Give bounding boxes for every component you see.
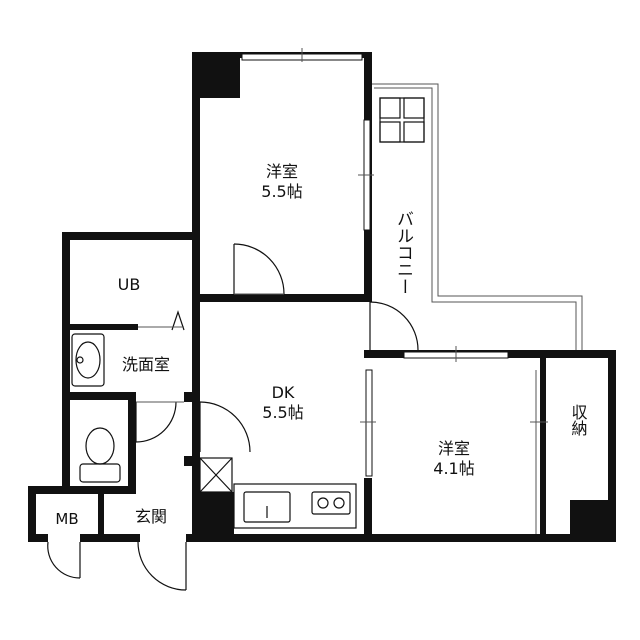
room-name-ub: UB [118, 275, 141, 294]
room-name-storage: 収納 [569, 404, 588, 437]
door-dk [199, 401, 251, 453]
fixtures [71, 333, 548, 534]
toilet-icon [79, 427, 121, 483]
ac-outdoor-unit-icon [379, 97, 425, 143]
washing-machine-pan-icon [199, 457, 233, 493]
room-name-western-north: 洋室 [266, 162, 298, 181]
door-ub [138, 310, 185, 331]
labels: 洋室 5.5帖 UB 洗面室 DK 5.5帖 洋室 4.1帖 収納 玄関 MB … [55, 162, 587, 528]
door-mb [47, 541, 81, 579]
room-name-washroom: 洗面室 [122, 355, 170, 374]
walls [28, 52, 616, 542]
kitchen-counter [233, 483, 357, 529]
balcony-label: バルコニー [393, 210, 413, 295]
door-toilet [135, 401, 184, 443]
room-name-entrance: 玄関 [135, 507, 167, 526]
balcony [370, 83, 583, 358]
windows [241, 48, 509, 477]
closet-rail [530, 370, 548, 534]
door-entrance [137, 541, 187, 591]
doors [47, 243, 419, 591]
washbasin-icon [71, 333, 105, 387]
room-name-dk: DK [272, 383, 295, 402]
room-size-dk: 5.5帖 [262, 403, 303, 422]
room-size-western-north: 5.5帖 [261, 182, 302, 201]
room-size-western-south: 4.1帖 [433, 459, 474, 478]
door-balcony [369, 301, 419, 351]
room-name-western-south: 洋室 [438, 439, 470, 458]
room-name-mb: MB [55, 510, 78, 528]
door-north-room [233, 243, 285, 295]
